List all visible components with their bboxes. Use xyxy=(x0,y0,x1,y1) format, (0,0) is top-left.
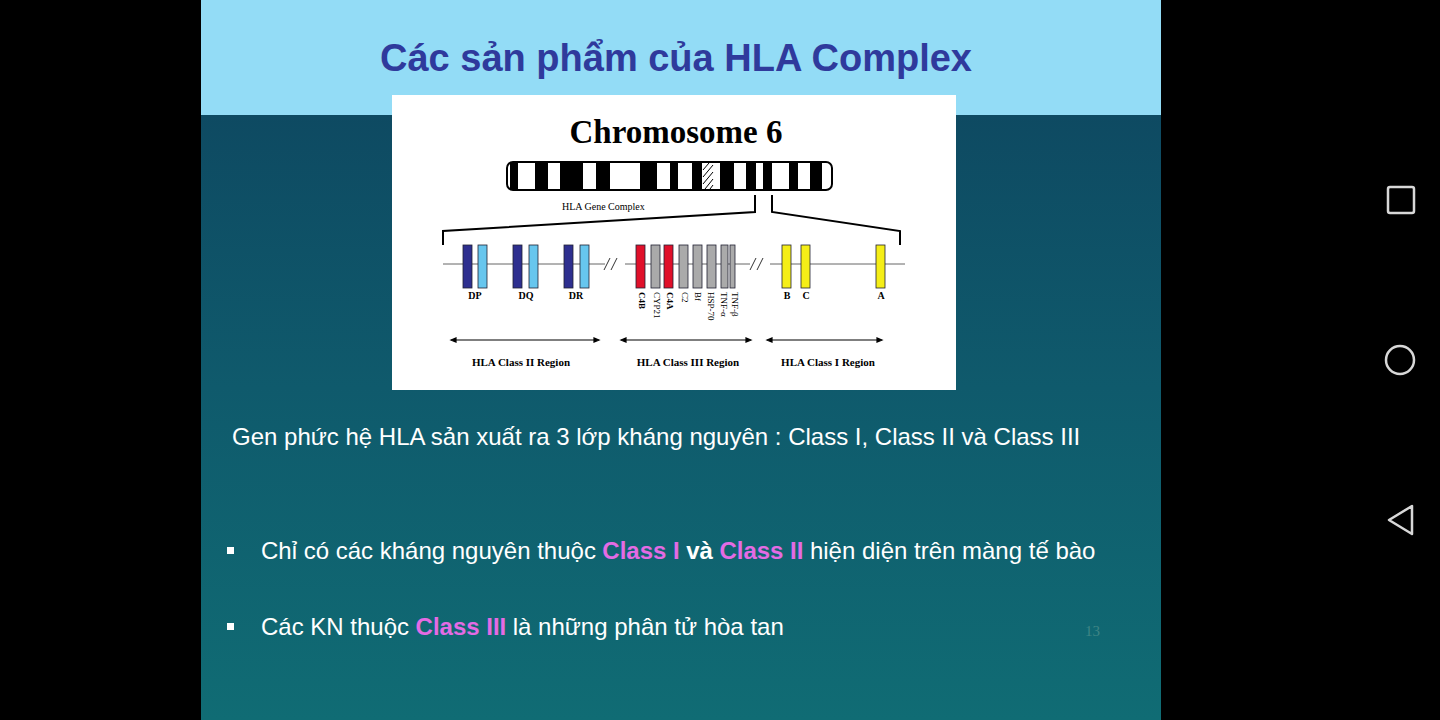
region-label: HLA Class I Region xyxy=(781,357,875,368)
highlight-term: Class II xyxy=(719,537,803,564)
slide-title: Các sản phẩm của HLA Complex xyxy=(380,37,972,80)
region-label: HLA Class III Region xyxy=(637,357,739,368)
bullet-text: Chỉ có các kháng nguyên thuộcClass I vàCl… xyxy=(261,532,1131,570)
gene-label: TNF-β xyxy=(730,292,739,317)
text-run: hiện diện trên màng tế bào xyxy=(810,537,1096,564)
gene-label: CYP21 xyxy=(652,292,661,319)
gene-label: C4B xyxy=(637,292,646,309)
text-run: Gen phức hệ HLA sản xuất ra 3 lớp kháng … xyxy=(232,423,1080,450)
body-text: Gen phức hệ HLA sản xuất ra 3 lớp kháng … xyxy=(232,418,1132,456)
conjunction: và xyxy=(686,537,713,564)
highlight-term: Class I xyxy=(602,537,679,564)
gene-label: DQ xyxy=(519,291,534,301)
gene-label: C xyxy=(802,291,809,301)
gene-label: HSP-70 xyxy=(706,292,715,321)
page-number: 13 xyxy=(1085,623,1100,640)
highlight-term: Class III xyxy=(416,613,507,640)
complex-label: HLA Gene Complex xyxy=(562,202,645,212)
bullet-text: Các KN thuộc Class IIIlà những phân tử hò… xyxy=(261,608,1061,646)
gene-label: C4A xyxy=(665,292,674,310)
gene-label: C2 xyxy=(680,292,689,303)
chromosome-title: Chromosome 6 xyxy=(570,116,783,149)
gene-label: A xyxy=(877,291,884,301)
gene-label: TNF-α xyxy=(719,292,728,317)
gene-label: Bf xyxy=(693,292,702,301)
gene-label: DP xyxy=(468,291,481,301)
gene-label: DR xyxy=(569,291,583,301)
text-run: Chỉ có các kháng nguyên thuộc xyxy=(261,537,596,564)
gene-label: B xyxy=(784,291,791,301)
region-label: HLA Class II Region xyxy=(472,357,570,368)
text-run: là những phân tử hòa tan xyxy=(513,613,784,640)
text-run: Các KN thuộc xyxy=(261,613,409,640)
